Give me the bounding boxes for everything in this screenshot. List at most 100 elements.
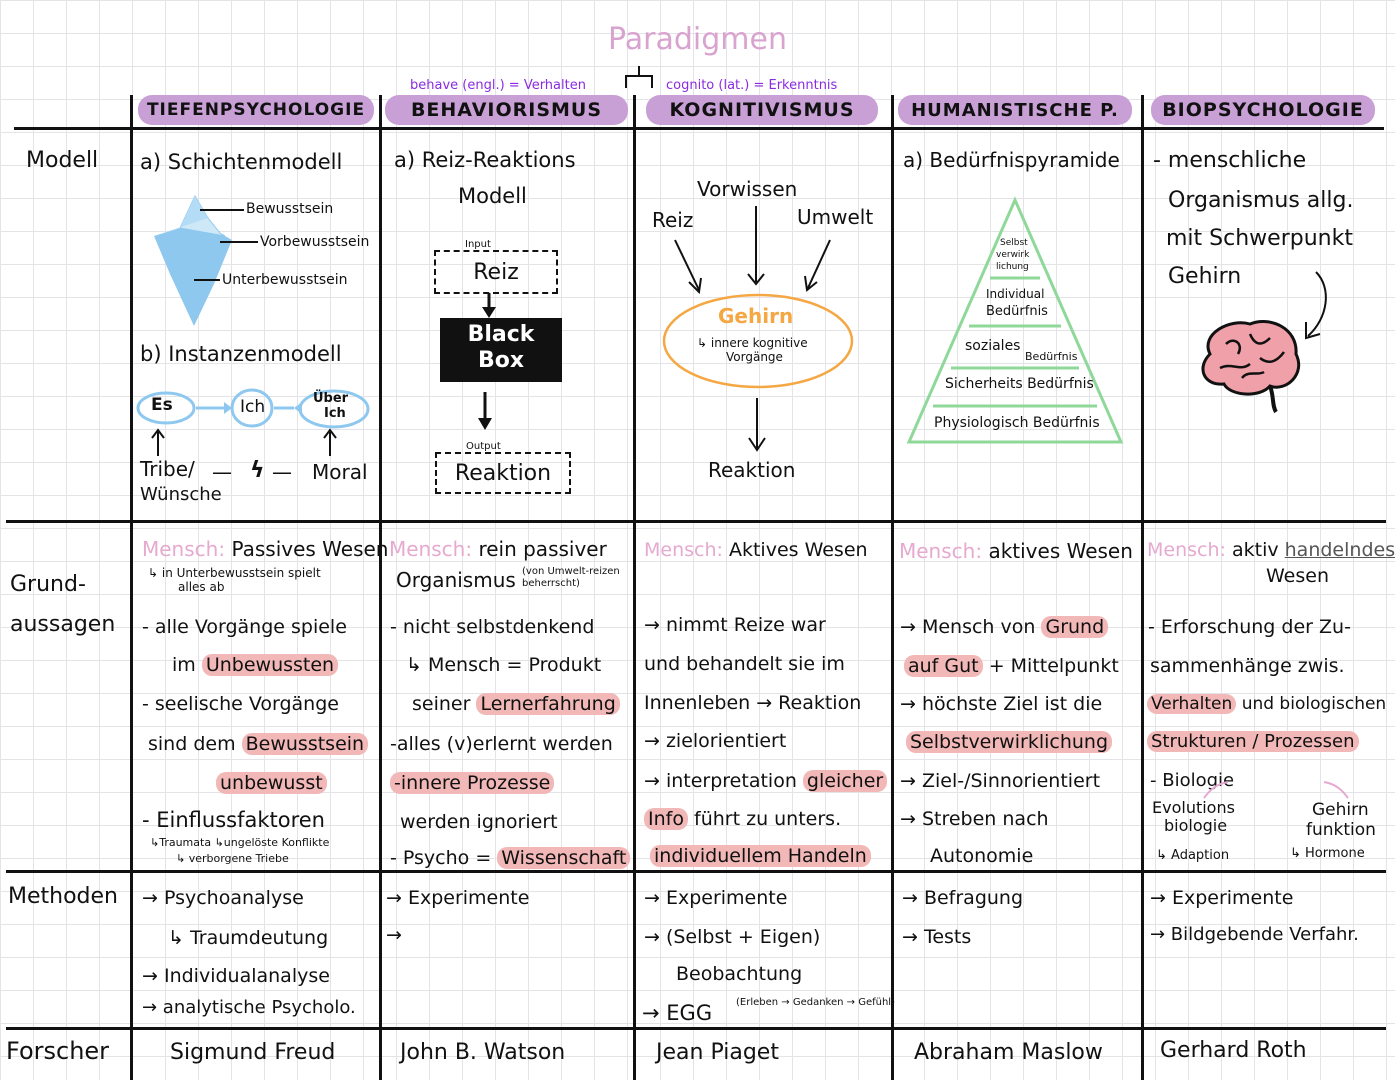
bio-evo-1: Evolutions (1152, 798, 1235, 817)
tiefen-p3: - seelische Vorgänge (142, 693, 339, 715)
input-label: Input (465, 239, 491, 250)
iceberg-icon (154, 194, 232, 326)
human-p4-highlight: Selbstverwirklichung (906, 731, 1113, 753)
kogn-head: Aktives Wesen (728, 539, 868, 561)
triebe-label-1: Tribe/ (140, 457, 195, 481)
bio-p1: - Erforschung der Zu- (1148, 616, 1351, 638)
behav-p2: ↳ Mensch = Produkt (406, 654, 602, 676)
behav-head-2: Organismus (396, 568, 516, 592)
pyramid-l4: Sicherheits Bedürfnis (945, 376, 1094, 392)
tiefen-sub-2: alles ab (178, 580, 225, 594)
bio-geh-1: Gehirn (1312, 800, 1369, 820)
forscher-watson: John B. Watson (400, 1040, 566, 1065)
forscher-freud: Sigmund Freud (170, 1040, 336, 1065)
behav-p3: seiner (412, 693, 471, 715)
bio-geh-2: funktion (1306, 820, 1376, 840)
gehirn-ellipse (662, 293, 854, 389)
bewusstsein-label: Bewusstsein (246, 201, 334, 217)
bio-head-underlined: handelndes (1284, 539, 1395, 561)
row-label-methoden: Methoden (8, 884, 118, 909)
page-title: Paradigmen (608, 22, 787, 57)
bio-modell-3: mit Schwerpunkt (1166, 226, 1353, 251)
tiefen-p8: ↳ verborgene Triebe (176, 852, 289, 865)
kogn-p2: und behandelt sie im (644, 653, 845, 675)
instanz-diagram (136, 388, 370, 429)
innere-label-2: Vorgänge (726, 350, 783, 364)
behav-head: rein passiver (478, 537, 607, 561)
innere-label-1: ↳ innere kognitive (697, 336, 808, 350)
methode-kogn-5: (Erleben → Gedanken → Gefühl) (736, 997, 895, 1008)
kogn-p1: → nimmt Reize war (644, 614, 826, 636)
bio-modell-2: Organismus allg. (1168, 188, 1354, 213)
methode-kogn-3: Beobachtung (676, 963, 803, 985)
methode-human-1: → Befragung (902, 887, 1024, 909)
human-p6: → Streben nach (900, 808, 1049, 830)
methode-behav-1: → Experimente (386, 887, 530, 909)
row-label-modell: Modell (26, 148, 99, 173)
gehirn-label: Gehirn (718, 304, 794, 328)
kogn-p7-highlight: individuellem Handeln (650, 845, 871, 867)
methode-tiefen-3: → Individualanalyse (142, 965, 330, 987)
bio-p3-highlight: Verhalten (1147, 694, 1237, 714)
kogn-p5-highlight: gleicher (802, 770, 888, 792)
arrow-down-icon (478, 392, 492, 430)
brain-icon (1201, 320, 1301, 414)
bio-p5: - Biologie (1150, 770, 1235, 791)
bio-p3: und biologischen (1241, 694, 1387, 714)
reiz-box: Reiz (434, 250, 558, 294)
row-divider-2 (6, 870, 1386, 873)
pyramid-l1a: Selbst (1000, 238, 1028, 248)
mensch-label: Mensch: (389, 537, 473, 561)
methode-kogn-1: → Experimente (644, 887, 788, 909)
methode-tiefen-1: → Psychoanalyse (142, 887, 304, 909)
behav-p7-highlight: Wissenschaft (497, 847, 631, 869)
unterbewusstsein-label: Unterbewusstsein (222, 272, 348, 288)
behav-p1: - nicht selbstdenkend (390, 616, 595, 638)
reiz-box-label: Reiz (473, 259, 519, 285)
behav-p3-highlight: Lernerfahrung (476, 693, 620, 715)
bio-horm: ↳ Hormone (1290, 846, 1365, 861)
pyramid-l3b: Bedürfnis (1025, 350, 1078, 363)
ich-label: Ich (240, 397, 266, 417)
bio-p2: sammenhänge zwis. (1150, 655, 1345, 677)
human-p1: → Mensch von (900, 616, 1036, 638)
reiz-label: Reiz (652, 208, 694, 232)
beduerfnispyramide-title: a) Bedürfnispyramide (903, 148, 1120, 172)
methode-tiefen-2: ↳ Traumdeutung (168, 927, 329, 949)
kogn-p6-highlight: Info (644, 808, 688, 830)
methode-tiefen-4: → analytische Psycholo. (142, 997, 356, 1018)
black-box: Black Box (440, 318, 562, 382)
umwelt-label: Umwelt (797, 205, 874, 229)
methode-kogn-4: → EGG (642, 1001, 713, 1025)
tiefen-sub-1: ↳ in Unterbewusstsein spielt (148, 566, 321, 580)
col-divider-0 (130, 95, 133, 1080)
pyramid-l5: Physiologisch Bedürfnis (934, 415, 1100, 431)
tiefen-p5-highlight: unbewusst (216, 772, 327, 794)
behav-p5-highlight: -innere Prozesse (390, 772, 555, 794)
reiz-reaktion-title-2: Modell (458, 184, 527, 208)
instanz-up-arrows (151, 428, 337, 456)
reaktion-box-label: Reaktion (454, 460, 552, 486)
biologie-branch-arrows (1203, 781, 1349, 799)
cognito-note: cognito (lat.) = Erkenntnis (666, 78, 838, 93)
header-divider (14, 127, 1384, 130)
reaktion-box: Reaktion (435, 452, 571, 494)
col-divider-1 (379, 95, 382, 1080)
bio-head-2: Wesen (1266, 565, 1329, 587)
vorbewusstsein-label: Vorbewusstsein (260, 234, 370, 250)
behav-sub: (von Umwelt-reizen beherrscht) (522, 566, 620, 589)
kogn-p3: Innenleben → Reaktion (644, 692, 862, 714)
tiefen-p2-highlight: Unbewussten (201, 654, 339, 676)
instanzenmodell-title: b) Instanzenmodell (140, 342, 342, 366)
tiefen-p6: - Einflussfaktoren (142, 808, 325, 832)
mensch-label: Mensch: (899, 539, 983, 563)
tiefen-p4: sind dem (148, 733, 236, 755)
behave-note: behave (engl.) = Verhalten (410, 78, 586, 93)
human-p1-highlight: Grund (1041, 616, 1109, 638)
ueber-label-1: Über (313, 391, 349, 406)
col-header-kogn: KOGNITIVISMUS (646, 95, 878, 125)
bio-p4-highlight: Strukturen / Prozessen (1147, 731, 1359, 752)
kogn-p6: führt zu unters. (694, 808, 842, 830)
methode-kogn-2: → (Selbst + Eigen) (644, 926, 821, 948)
human-p2: + Mittelpunkt (988, 655, 1119, 677)
